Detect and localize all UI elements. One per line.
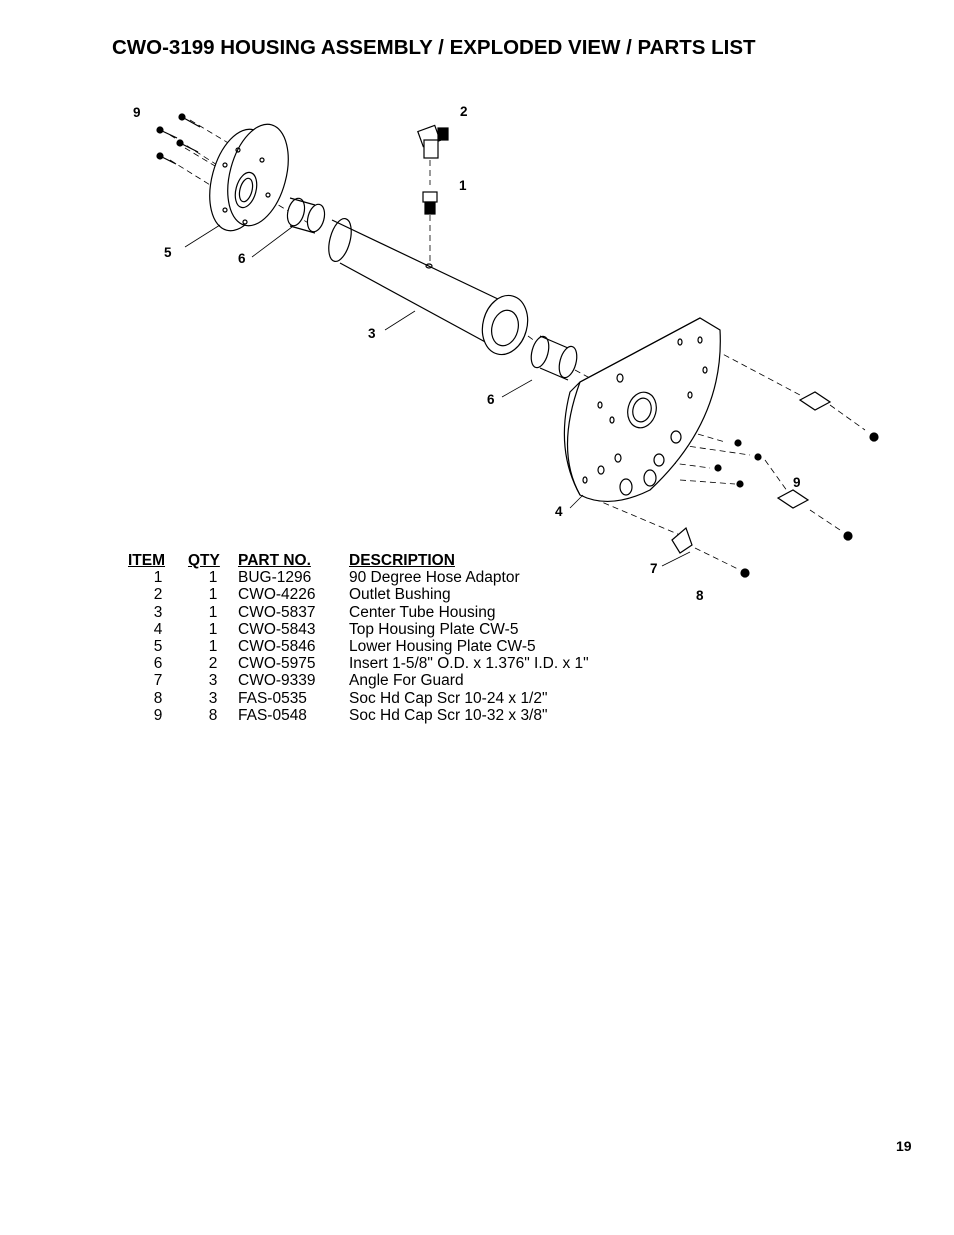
table-row: 6 2 CWO-5975 Insert 1-5/8" O.D. x 1.376"… [128, 655, 609, 672]
callout-1: 1 [459, 178, 467, 193]
callout-6-lower: 6 [487, 392, 495, 407]
table-row: 7 3 CWO-9339 Angle For Guard [128, 672, 609, 689]
cap-screws-lower [714, 432, 879, 578]
cell-qty: 8 [208, 706, 218, 724]
cell-item: 8 [153, 689, 163, 707]
cap-screws-upper [156, 113, 201, 165]
cell-description: 90 Degree Hose Adaptor [349, 569, 520, 587]
page-number: 19 [896, 1138, 912, 1154]
callout-3: 3 [368, 326, 376, 341]
insert-lower [530, 335, 578, 381]
cell-qty: 1 [208, 620, 218, 638]
page-title: CWO-3199 HOUSING ASSEMBLY / EXPLODED VIE… [112, 36, 756, 59]
cell-description: Top Housing Plate CW-5 [349, 620, 519, 638]
cell-part-no: CWO-9339 [238, 672, 316, 690]
cell-item: 9 [153, 706, 163, 724]
cell-qty: 3 [208, 672, 218, 690]
cell-qty: 1 [208, 586, 218, 604]
cell-description: Lower Housing Plate CW-5 [349, 638, 536, 656]
cell-item: 2 [153, 586, 163, 604]
exploded-view-diagram [156, 113, 879, 578]
table-row: 5 1 CWO-5846 Lower Housing Plate CW-5 [128, 638, 609, 655]
lower-housing-plate [209, 123, 289, 232]
cell-part-no: FAS-0535 [238, 689, 307, 707]
cell-item: 1 [153, 569, 163, 587]
center-tube-housing [328, 217, 529, 356]
cell-item: 3 [153, 603, 163, 621]
parts-list-table: ITEM QTY PART NO. DESCRIPTION 1 1 BUG-12… [128, 552, 609, 724]
table-row: 1 1 BUG-1296 90 Degree Hose Adaptor [128, 569, 609, 586]
header-description: DESCRIPTION [349, 552, 455, 569]
cell-qty: 1 [208, 638, 218, 656]
outlet-bushing [422, 191, 438, 215]
callout-4: 4 [555, 504, 563, 519]
angle-brackets [671, 391, 832, 554]
top-housing-plate [563, 317, 721, 503]
cell-part-no: CWO-5837 [238, 603, 316, 621]
cell-item: 5 [153, 638, 163, 656]
cell-item: 7 [153, 672, 163, 690]
table-row: 4 1 CWO-5843 Top Housing Plate CW-5 [128, 621, 609, 638]
callout-6-upper: 6 [238, 251, 246, 266]
table-row: 2 1 CWO-4226 Outlet Bushing [128, 586, 609, 603]
insert-upper [286, 197, 326, 234]
cell-part-no: CWO-5846 [238, 638, 316, 656]
cell-qty: 1 [208, 569, 218, 587]
parts-table-header: ITEM QTY PART NO. DESCRIPTION [128, 552, 609, 569]
cell-description: Outlet Bushing [349, 586, 451, 604]
cell-description: Center Tube Housing [349, 603, 496, 621]
callout-5: 5 [164, 245, 172, 260]
cell-qty: 3 [208, 689, 218, 707]
header-part-no: PART NO. [238, 552, 311, 569]
cell-item: 4 [153, 620, 163, 638]
table-row: 8 3 FAS-0535 Soc Hd Cap Scr 10-24 x 1/2" [128, 690, 609, 707]
callout-7: 7 [650, 561, 658, 576]
cell-qty: 2 [208, 655, 218, 673]
cell-part-no: FAS-0548 [238, 706, 307, 724]
cell-part-no: BUG-1296 [238, 569, 312, 587]
callout-2: 2 [460, 104, 468, 119]
cell-item: 6 [153, 655, 163, 673]
callout-leaders [184, 224, 691, 567]
cell-part-no: CWO-5843 [238, 620, 316, 638]
cell-description: Soc Hd Cap Scr 10-24 x 1/2" [349, 689, 548, 707]
hose-adaptor [417, 124, 449, 159]
cell-qty: 1 [208, 603, 218, 621]
cell-description: Soc Hd Cap Scr 10-32 x 3/8" [349, 706, 548, 724]
callout-9-lower: 9 [793, 475, 801, 490]
callout-8: 8 [696, 588, 704, 603]
cell-part-no: CWO-4226 [238, 586, 316, 604]
cell-part-no: CWO-5975 [238, 655, 316, 673]
table-row: 9 8 FAS-0548 Soc Hd Cap Scr 10-32 x 3/8" [128, 707, 609, 724]
cell-description: Angle For Guard [349, 672, 464, 690]
callout-9-upper: 9 [133, 105, 141, 120]
cell-description: Insert 1-5/8" O.D. x 1.376" I.D. x 1" [349, 655, 589, 673]
header-item: ITEM [128, 552, 166, 569]
table-row: 3 1 CWO-5837 Center Tube Housing [128, 604, 609, 621]
header-qty: QTY [188, 552, 220, 569]
